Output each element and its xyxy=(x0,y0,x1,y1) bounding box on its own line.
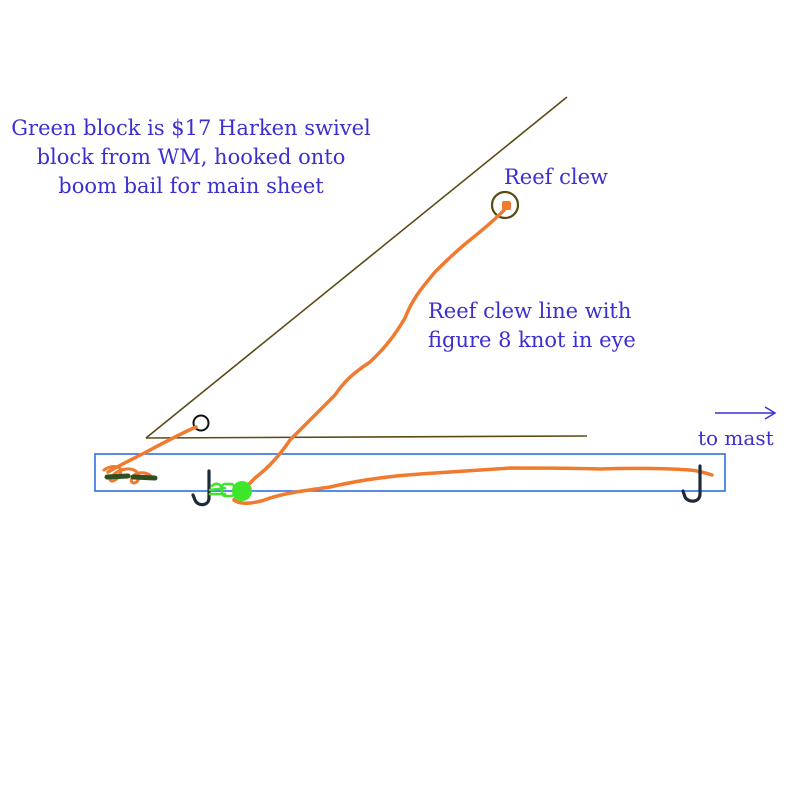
reef-line-knot xyxy=(502,201,511,210)
green-block xyxy=(232,481,252,501)
reef-line-along-boom xyxy=(232,466,714,505)
green-block-note-line-3: boom bail for main sheet xyxy=(58,174,324,198)
green-block-note-line-2: block from WM, hooked onto xyxy=(36,145,346,169)
tack-line xyxy=(106,425,198,474)
reef-clew-ring xyxy=(490,190,520,220)
green-block-note-line-1: Green block is $17 Harken swivel xyxy=(11,116,371,140)
to-mast-label: to mast xyxy=(698,426,774,450)
boom-outline xyxy=(94,453,726,492)
reef-clew-label: Reef clew xyxy=(504,165,608,189)
green-block-note: Green block is $17 Harken swivel block f… xyxy=(10,114,372,201)
sail-foot-line xyxy=(145,435,588,439)
reef-line-note-line-2: figure 8 knot in eye xyxy=(428,328,636,352)
cleat xyxy=(104,473,158,481)
to-mast-arrow-head xyxy=(764,406,777,420)
tack-ring xyxy=(192,414,210,432)
reef-line-note: Reef clew line with figure 8 knot in eye xyxy=(428,297,636,355)
reef-clew-line xyxy=(232,205,509,502)
reef-line-note-line-1: Reef clew line with xyxy=(428,299,632,323)
boom-bail-hook xyxy=(191,469,211,507)
sail-leech-line xyxy=(145,96,568,439)
forward-hook xyxy=(681,464,702,503)
